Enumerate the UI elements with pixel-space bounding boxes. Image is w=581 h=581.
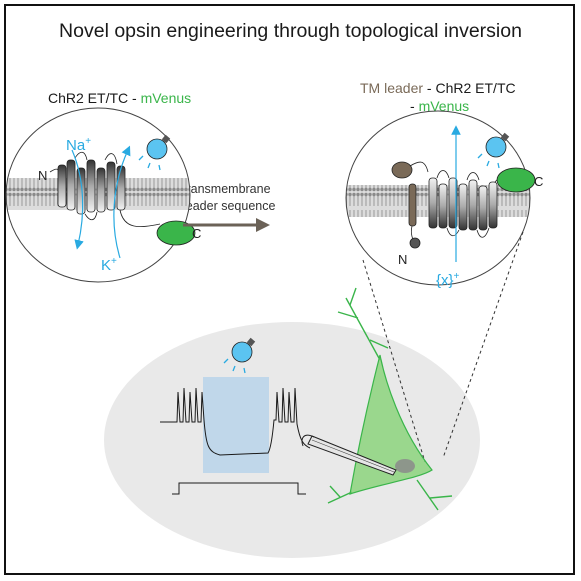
ion-label: {x}+	[436, 271, 460, 289]
light-stimulation-window	[203, 377, 269, 473]
arrow-label-line2: leader sequence	[183, 199, 276, 213]
cell-background	[104, 322, 480, 558]
k-flux-arrow	[113, 145, 131, 259]
figure-title: Novel opsin engineering through topologi…	[59, 20, 522, 42]
construct-name: ChR2 ET/TC	[48, 90, 129, 106]
separator: -	[128, 90, 141, 106]
membrane	[346, 185, 530, 217]
reporter-name: mVenus	[418, 98, 470, 114]
right-panel-outline	[345, 110, 531, 286]
right-construct-label-line2: - mVenus	[410, 98, 469, 114]
c-terminus-label: C	[534, 174, 543, 189]
leader-knob	[409, 237, 421, 249]
light-bulb-icon	[138, 134, 171, 171]
k-ion-label: K+	[101, 256, 117, 274]
na-ion-label: Na+	[66, 136, 91, 154]
left-construct-label: ChR2 ET/TC - mVenus	[48, 90, 191, 106]
separator: -	[410, 98, 419, 114]
n-terminus-label: N	[38, 168, 47, 183]
tm-leader-helix	[408, 183, 417, 227]
transformation-arrow-head	[256, 218, 270, 232]
zoom-line	[442, 231, 524, 459]
right-opsin	[391, 161, 509, 249]
stimulus-protocol-trace	[172, 482, 306, 495]
leader-name: TM leader	[360, 80, 424, 96]
mvenus-barrel	[156, 220, 196, 246]
light-bulb-icon	[477, 132, 510, 169]
light-bulb-icon	[223, 337, 256, 374]
recording-pipette-icon	[301, 434, 397, 476]
leader-domain	[391, 161, 413, 179]
left-panel-outline	[5, 107, 191, 283]
neuron-nucleus	[395, 459, 415, 473]
arrow-label-line1: transmembrane	[183, 182, 271, 196]
left-opsin	[49, 151, 161, 228]
right-construct-label: TM leader - ChR2 ET/TC	[360, 80, 516, 96]
construct-name: ChR2 ET/TC	[435, 80, 516, 96]
figure-frame	[4, 4, 575, 575]
separator: -	[423, 80, 436, 96]
reporter-name: mVenus	[140, 90, 192, 106]
zoom-line	[362, 259, 426, 463]
mvenus-barrel	[496, 167, 536, 193]
na-flux-arrow	[71, 149, 84, 250]
neuron-icon	[327, 287, 453, 511]
c-terminus-label: C	[192, 226, 201, 241]
voltage-trace	[160, 387, 311, 456]
right-panel	[346, 185, 530, 217]
n-terminus-label: N	[398, 252, 407, 267]
